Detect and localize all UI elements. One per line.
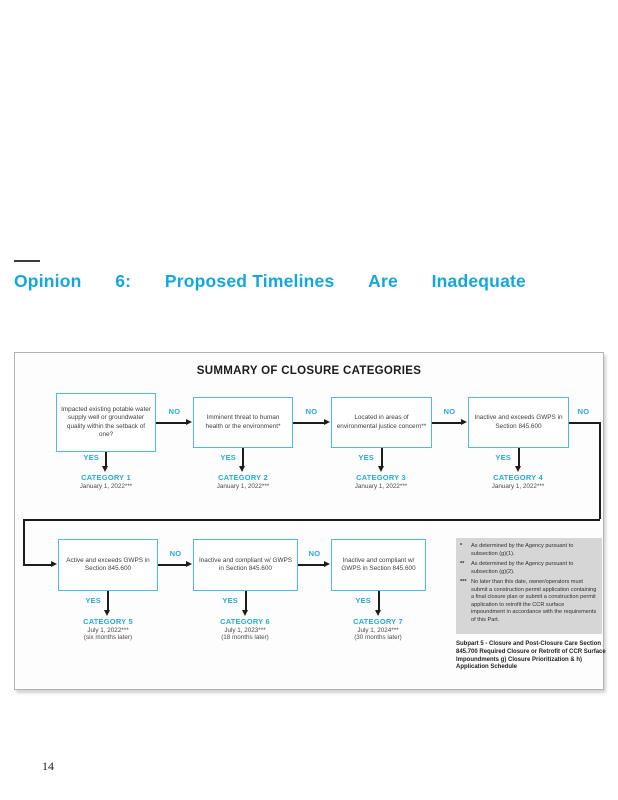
- no-label: NO: [308, 549, 321, 558]
- arrow-right-icon: [324, 419, 330, 425]
- heading-word: 6:: [115, 271, 132, 291]
- connector-line: [245, 591, 247, 610]
- category-2: CATEGORY 2 January 1, 2022***: [216, 473, 270, 490]
- no-label: NO: [305, 407, 318, 416]
- heading-rule: [14, 260, 40, 262]
- no-label: NO: [443, 407, 456, 416]
- arrow-right-icon: [186, 561, 192, 567]
- connector-line: [569, 422, 600, 424]
- decision-box-2: Imminent threat to human health or the e…: [193, 397, 293, 448]
- connector-line: [158, 564, 187, 566]
- connector-line: [378, 591, 380, 610]
- decision-box-6: Inactive and compliant w/ GWPS in Sectio…: [193, 539, 298, 591]
- no-label: NO: [169, 549, 182, 558]
- category-1: CATEGORY 1 January 1, 2022***: [79, 473, 133, 490]
- connector-line: [23, 519, 25, 565]
- yes-label: YES: [85, 596, 101, 605]
- yes-label: YES: [220, 453, 236, 462]
- decision-box-7: Inactive and compliant w/ GWPS in Sectio…: [331, 539, 426, 591]
- connector-line: [518, 448, 520, 466]
- yes-label: YES: [222, 596, 238, 605]
- heading-word: Proposed Timelines: [164, 271, 335, 291]
- arrow-down-icon: [239, 466, 245, 472]
- arrow-down-icon: [102, 466, 108, 472]
- heading-word: Are: [368, 271, 398, 291]
- heading-word: Inadequate: [431, 271, 526, 291]
- closure-categories-figure: SUMMARY OF CLOSURE CATEGORIES Impacted e…: [14, 352, 606, 690]
- connector-line: [293, 422, 325, 424]
- connector-line: [599, 422, 601, 519]
- figure-title: SUMMARY OF CLOSURE CATEGORIES: [196, 365, 422, 377]
- yes-label: YES: [495, 453, 511, 462]
- arrow-down-icon: [104, 610, 110, 616]
- decision-box-1: Impacted existing potable water supply w…: [56, 393, 156, 452]
- connector-line: [23, 564, 51, 566]
- connector-line: [107, 591, 109, 610]
- connector-line: [381, 448, 383, 466]
- arrow-down-icon: [378, 466, 384, 472]
- heading-word: Opinion: [14, 271, 82, 291]
- figure-caption: Subpart 5 - Closure and Post-Closure Car…: [456, 641, 606, 671]
- connector-line: [432, 422, 462, 424]
- yes-label: YES: [358, 453, 374, 462]
- yes-label: YES: [355, 596, 371, 605]
- category-3: CATEGORY 3 January 1, 2022***: [354, 473, 408, 490]
- connector-line: [298, 564, 325, 566]
- connector-line: [242, 448, 244, 466]
- category-4: CATEGORY 4 January 1, 2022***: [491, 473, 545, 490]
- arrow-right-icon: [186, 419, 192, 425]
- decision-box-5: Active and exceeds GWPS in Section 845.6…: [58, 539, 158, 591]
- connector-line: [23, 519, 600, 521]
- connector-line: [105, 452, 107, 466]
- footnote: *** No later than this date, owner/opera…: [460, 579, 597, 623]
- section-heading: Opinion 6: Proposed Timelines Are Inadeq…: [14, 271, 526, 292]
- yes-label: YES: [83, 453, 99, 462]
- arrow-right-icon: [461, 419, 467, 425]
- category-7: CATEGORY 7 July 1, 2024*** (30 months la…: [353, 617, 403, 641]
- connector-line: [156, 422, 187, 424]
- arrow-down-icon: [242, 610, 248, 616]
- footnote: * As determined by the Agency pursuant t…: [460, 543, 574, 557]
- arrow-down-icon: [375, 610, 381, 616]
- category-5: CATEGORY 5 July 1, 2022*** (six months l…: [83, 617, 133, 641]
- footnotes-panel: * As determined by the Agency pursuant t…: [456, 538, 602, 634]
- arrow-down-icon: [515, 466, 521, 472]
- arrow-right-icon: [51, 561, 57, 567]
- category-6: CATEGORY 6 July 1, 2023*** (18 months la…: [220, 617, 270, 641]
- decision-box-3: Located in areas of environmental justic…: [331, 397, 432, 448]
- no-label: NO: [577, 407, 590, 416]
- page-number: 14: [42, 759, 54, 773]
- decision-box-4: Inactive and exceeds GWPS in Section 845…: [468, 397, 569, 448]
- arrow-right-icon: [324, 561, 330, 567]
- footnote: ** As determined by the Agency pursuant …: [460, 561, 574, 575]
- no-label: NO: [168, 407, 181, 416]
